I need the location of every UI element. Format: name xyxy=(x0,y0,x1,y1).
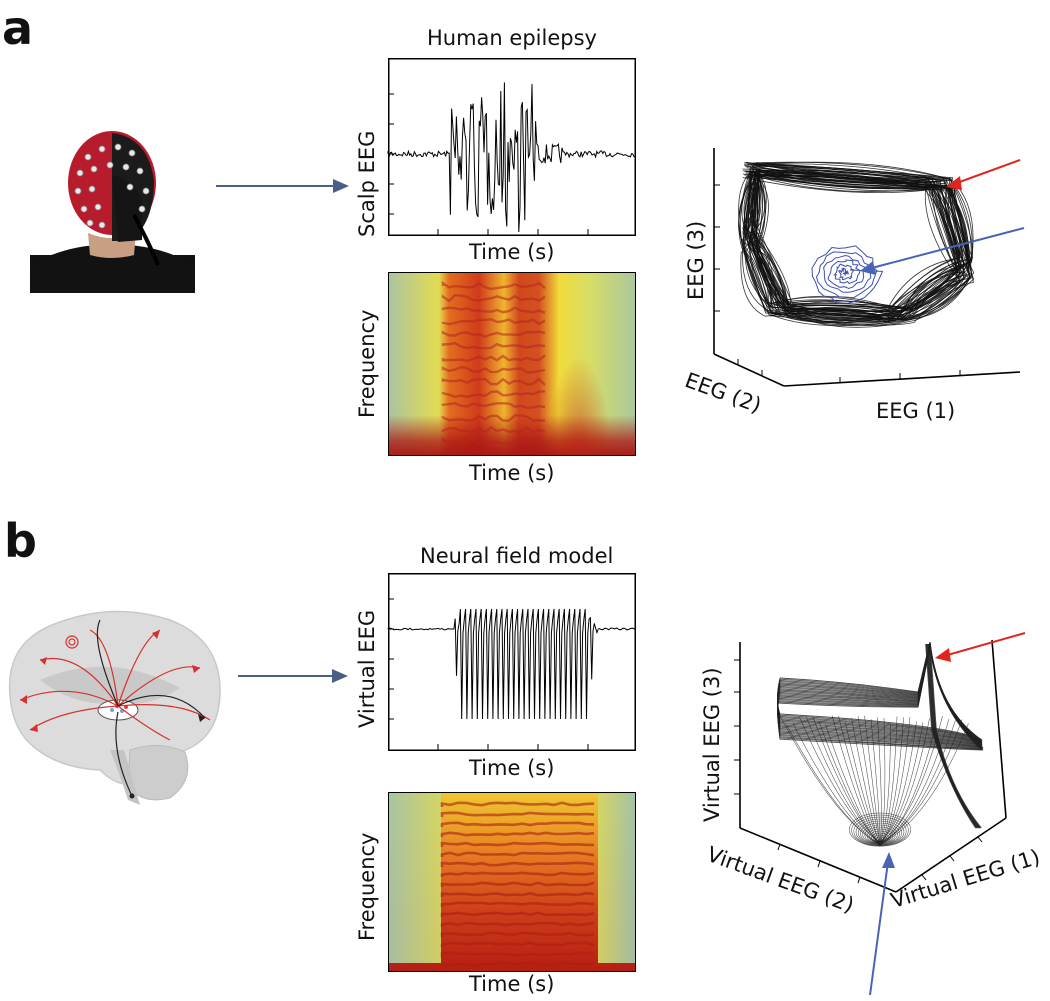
spectrogram-a-ylabel: Frequency xyxy=(355,309,379,419)
flow-arrow-b-icon xyxy=(238,669,348,683)
panel-a-title: Human epilepsy xyxy=(427,26,597,50)
phase-b-axis-3: Virtual EEG (3) xyxy=(700,667,724,822)
scalp-eeg-signal-plot xyxy=(387,58,636,236)
eeg-cap-head-photo-icon xyxy=(30,131,195,293)
spectrogram-a-xlabel: Time (s) xyxy=(469,461,555,485)
virtual-eeg-ylabel: Virtual EEG xyxy=(355,609,379,728)
brain-sagittal-illustration-icon xyxy=(8,610,221,805)
flow-arrow-a-icon xyxy=(216,179,349,193)
panel-b-title: Neural field model xyxy=(420,544,614,568)
spectrogram-a-bands xyxy=(441,280,546,446)
scalp-eeg-xlabel: Time (s) xyxy=(469,240,555,264)
spectrogram-b-bands xyxy=(440,801,595,967)
spectrogram-b-mask-right xyxy=(598,793,635,963)
panel-letter-a: a xyxy=(2,1,34,55)
virtual-eeg-xlabel: Time (s) xyxy=(469,756,555,780)
scalp-eeg-ylabel: Scalp EEG xyxy=(355,130,379,237)
panel-letter-b: b xyxy=(4,514,37,568)
spectrogram-b-ylabel: Frequency xyxy=(355,832,379,942)
spectrogram-b-xlabel: Time (s) xyxy=(469,972,555,996)
spectrogram-b-mask-left xyxy=(389,793,441,963)
virtual-eeg-signal-plot xyxy=(387,573,636,751)
phase-a-axis-1: EEG (1) xyxy=(876,399,956,423)
phase-space-a-plot xyxy=(713,148,1025,387)
phase-space-b-plot xyxy=(734,632,1026,996)
phase-a-axis-3: EEG (3) xyxy=(684,220,708,300)
spectrogram-a xyxy=(388,272,636,456)
